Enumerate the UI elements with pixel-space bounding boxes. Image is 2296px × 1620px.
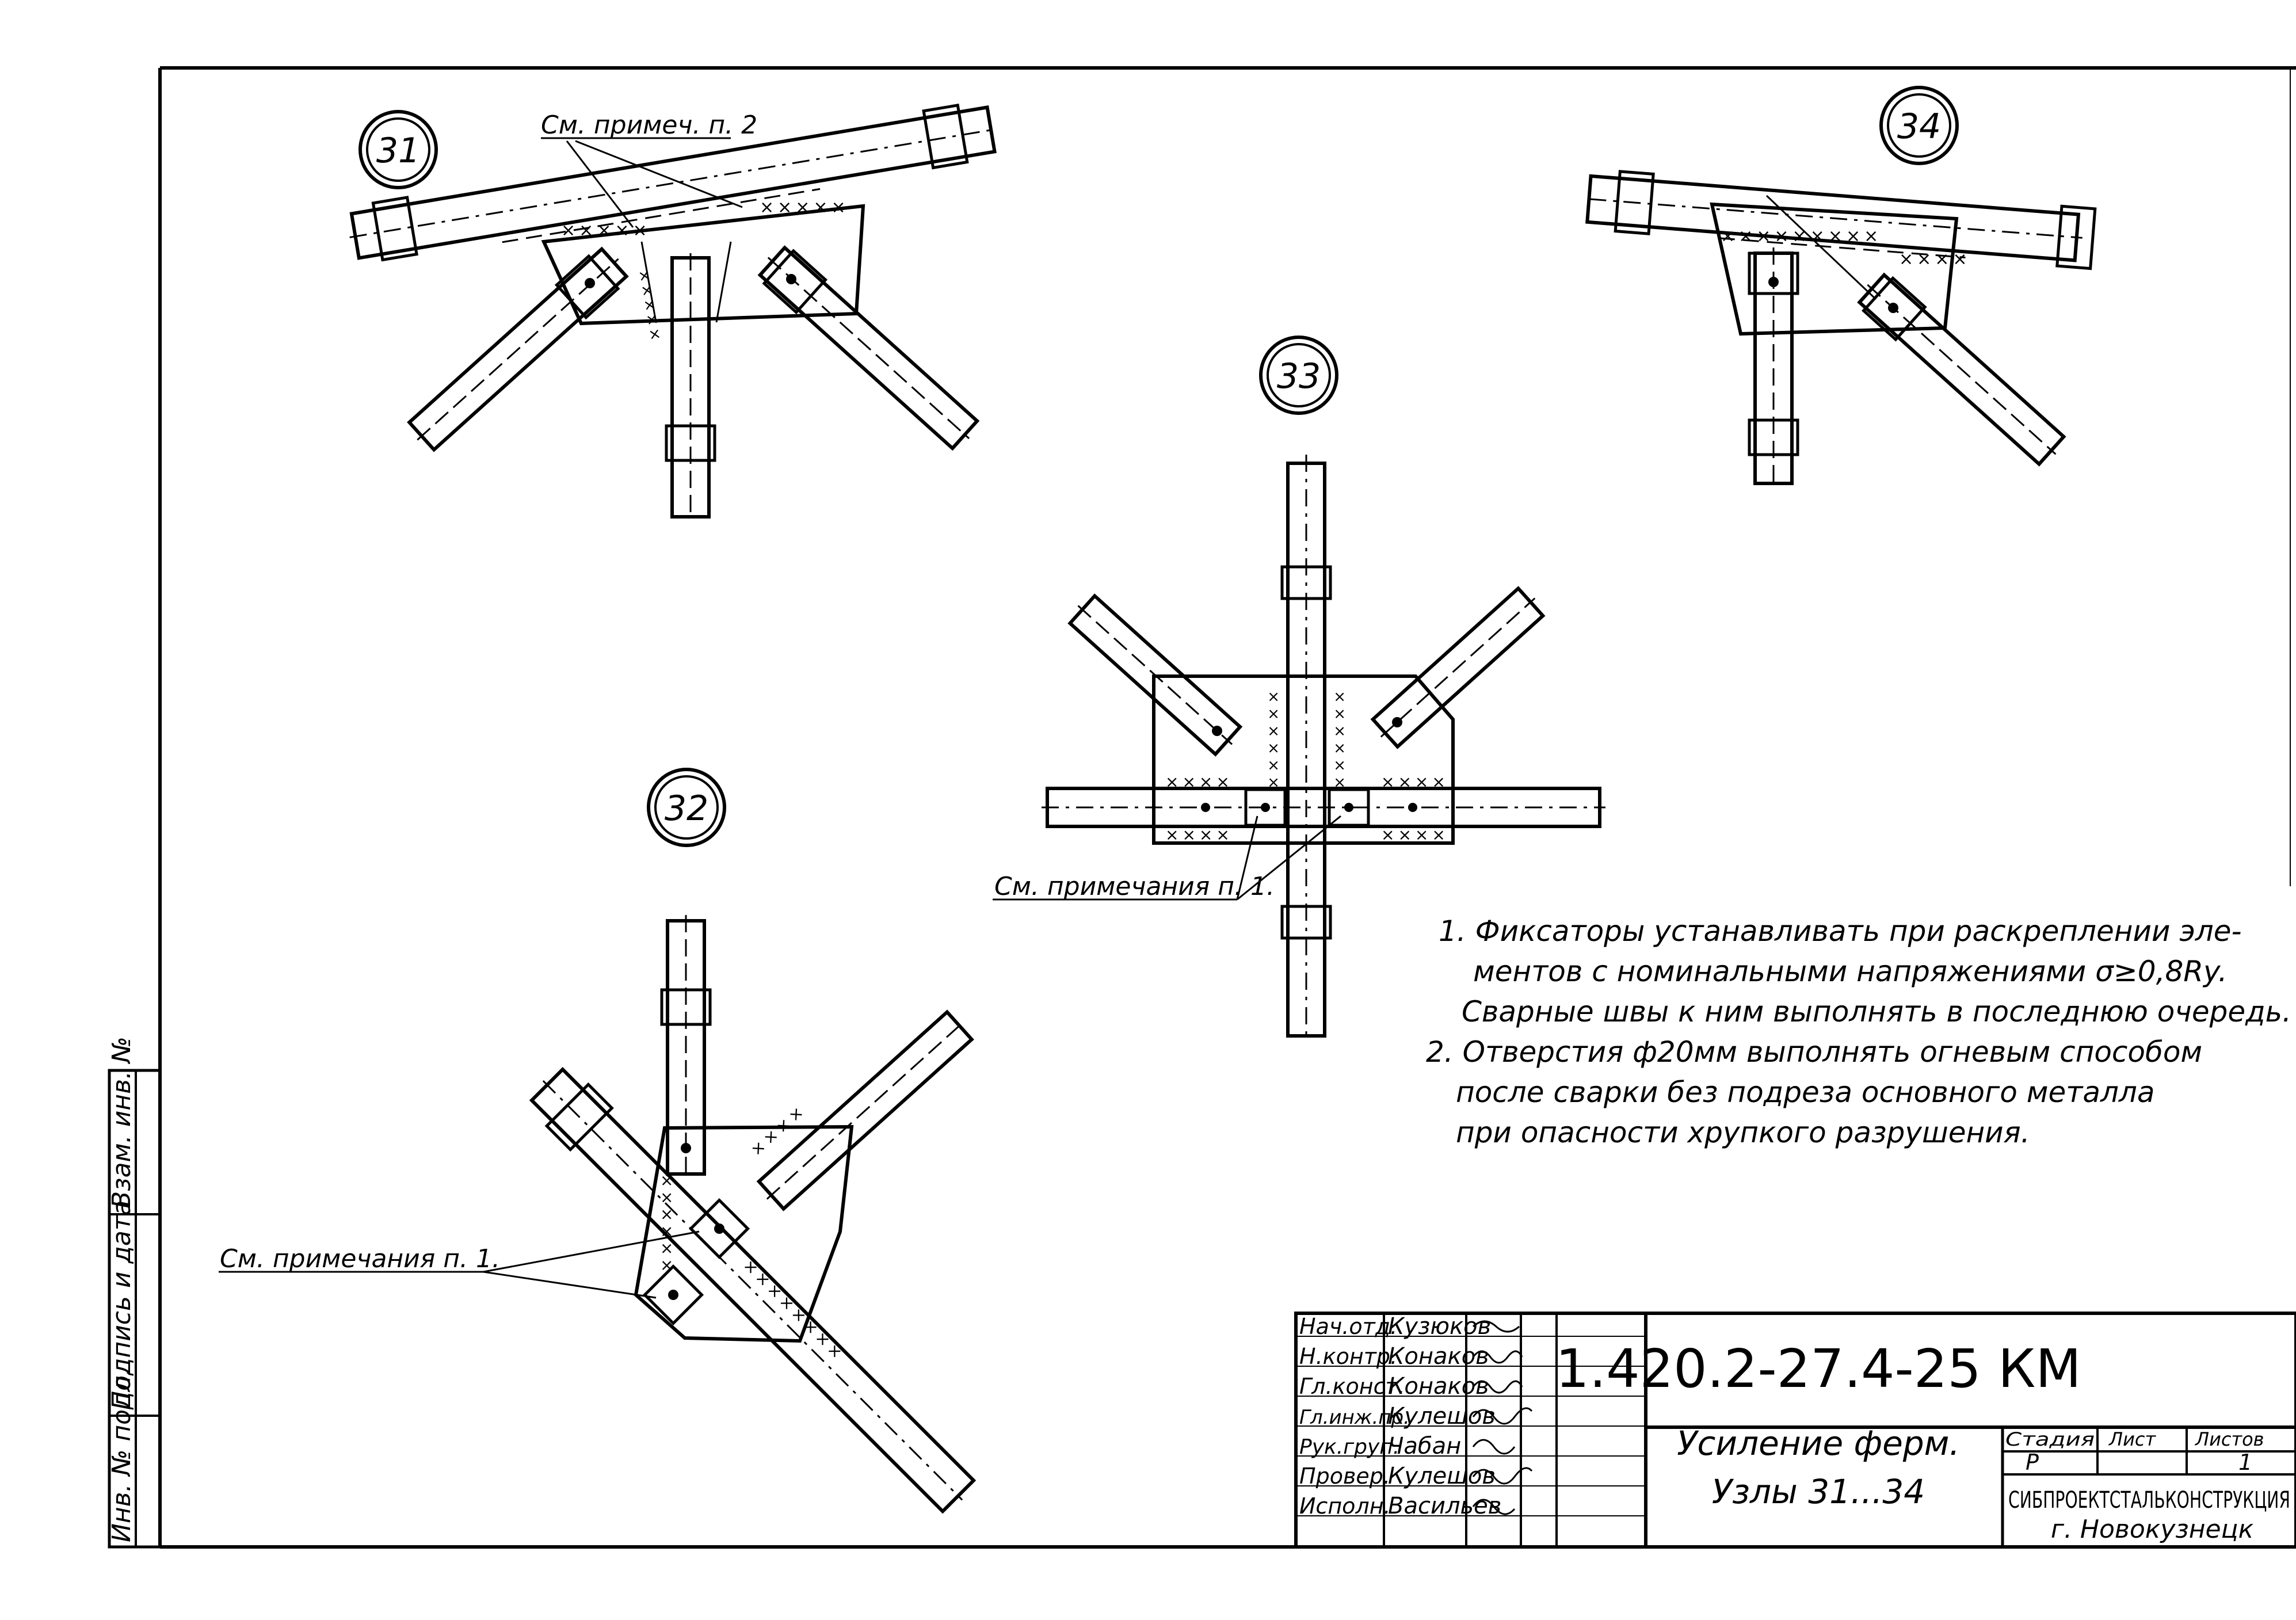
signer-role: Провер. <box>1299 1463 1390 1489</box>
organization: СИБПРОЕКТСТАЛЬКОНСТРУКЦИЯ <box>2008 1487 2290 1514</box>
note-line-1: 1. Фиксаторы устанавливать при раскрепле… <box>1439 914 2242 948</box>
bolt-hole-icon <box>585 278 595 288</box>
svg-text:×××××: ××××× <box>561 220 651 241</box>
node-33-drawing: ×××× ×××× ×××× ×××× ×××××× ×××××× <box>993 455 1605 1042</box>
drawing-title-line1: Усиление ферм. <box>1677 1424 1960 1463</box>
signer-role: Н.контр. <box>1299 1344 1397 1369</box>
notes-block: 1. Фиксаторы устанавливать при раскрепле… <box>1426 914 2291 1149</box>
svg-text:××××××: ×××××× <box>658 1174 677 1276</box>
signer-role: Нач.отд. <box>1299 1314 1397 1339</box>
drawing-title-line2: Узлы 31...34 <box>1712 1472 1925 1511</box>
bolt-hole-icon <box>1768 277 1779 287</box>
node-31-drawing: ××××× ××××× ××××× <box>349 104 997 519</box>
bolt-hole-icon <box>1201 803 1210 812</box>
callout-32-note1: См. примечания п. 1. <box>220 1244 500 1274</box>
side-stamp: Инв. № подл. Подпись и дата Взам. инв. № <box>107 1036 162 1549</box>
note-line-3: Сварные швы к ним выполнять в последнюю … <box>1462 995 2291 1028</box>
svg-text:34: 34 <box>1897 106 1941 147</box>
svg-text:××××: ×××× <box>747 1100 810 1160</box>
bolt-hole-icon <box>1392 717 1402 727</box>
svg-text:××××××: ×××××× <box>1331 691 1348 794</box>
signer-role: Гл.конст. <box>1299 1374 1405 1399</box>
stage-value: Р <box>2026 1450 2039 1475</box>
note-line-6: при опасности хрупкого разрушения. <box>1456 1116 2030 1149</box>
city: г. Новокузнецк <box>2051 1515 2254 1544</box>
svg-text:×××××: ××××× <box>760 197 849 218</box>
svg-text:××××: ×××× <box>1381 772 1449 791</box>
node-31-label: 31 <box>358 110 438 189</box>
svg-text:××××: ×××× <box>1165 825 1233 844</box>
svg-text:×××××: ××××× <box>635 268 665 344</box>
stage-label: Стадия <box>2005 1428 2095 1450</box>
signer-name: Васильев <box>1388 1493 1501 1519</box>
signer-role: Рук.груп. <box>1299 1435 1399 1459</box>
stamp-vzam-inv: Взам. инв. № <box>107 1036 136 1209</box>
bolt-hole-icon <box>786 274 796 284</box>
bolt-hole-icon <box>1888 303 1898 313</box>
sheet-label: Лист <box>2108 1428 2156 1450</box>
svg-text:31: 31 <box>376 131 420 171</box>
signer-name: Кулешов <box>1388 1463 1496 1489</box>
svg-text:××××: ×××× <box>1381 825 1449 844</box>
bolt-hole-icon <box>1261 803 1270 812</box>
stamp-inv-podl: Инв. № подл. <box>107 1367 136 1542</box>
node-32-label: 32 <box>647 768 726 847</box>
signer-name: Кулешов <box>1388 1403 1496 1430</box>
signer-name: Кузюков <box>1388 1313 1491 1340</box>
bolt-hole-icon <box>1344 803 1353 812</box>
svg-text:×××××××××: ××××××××× <box>1721 226 1882 246</box>
svg-text:××××: ×××× <box>1899 249 1971 269</box>
svg-text:××××××××: ×××××××× <box>739 1256 849 1365</box>
svg-text:32: 32 <box>665 788 708 829</box>
sheets-value: 1 <box>2238 1450 2252 1475</box>
node-34-label: 34 <box>1879 86 1959 165</box>
note-line-4: 2. Отверстия ф20мм выполнять огневым спо… <box>1426 1035 2202 1069</box>
callout-31-note2: См. примеч. п. 2 <box>541 110 757 140</box>
svg-text:××××: ×××× <box>1165 772 1233 791</box>
signer-role: Исполн. <box>1299 1493 1391 1519</box>
node-33-label: 33 <box>1259 336 1338 415</box>
svg-text:××××××: ×××××× <box>1265 691 1282 794</box>
callout-33-note1: См. примечания п. 1. <box>994 872 1275 901</box>
drawing-code: 1.420.2-27.4-25 КМ <box>1555 1338 2081 1400</box>
signer-name: Конаков <box>1388 1373 1489 1400</box>
note-line-2: ментов с номинальными напряжениями σ≥0,8… <box>1473 955 2228 988</box>
weld-marks: ××××× ××××× ××××× <box>561 197 849 344</box>
signer-name: Конаков <box>1388 1343 1489 1370</box>
title-block: Нач.отд. Кузюков Н.контр. Конаков Гл.кон… <box>1294 1312 2296 1549</box>
bolt-hole-icon <box>681 1143 691 1153</box>
bolt-hole-icon <box>714 1223 724 1234</box>
signer-name: Чабан <box>1388 1433 1461 1459</box>
sheets-label: Листов <box>2195 1428 2264 1450</box>
node-32-drawing: ×××××× ×××××××× ×××× <box>219 915 977 1514</box>
node-34-drawing: ××××××××× ×××× <box>1585 170 2097 486</box>
signer-role: Гл.инж.пр. <box>1299 1406 1410 1429</box>
bolt-hole-icon <box>1212 726 1222 736</box>
bolt-hole-icon <box>1408 803 1417 812</box>
note-line-5: после сварки без подреза основного метал… <box>1456 1076 2155 1109</box>
stamp-sign-date: Подпись и дата <box>107 1200 136 1410</box>
svg-text:33: 33 <box>1277 356 1321 397</box>
signature-marks <box>1472 1320 1533 1515</box>
bolt-hole-icon <box>668 1290 678 1300</box>
